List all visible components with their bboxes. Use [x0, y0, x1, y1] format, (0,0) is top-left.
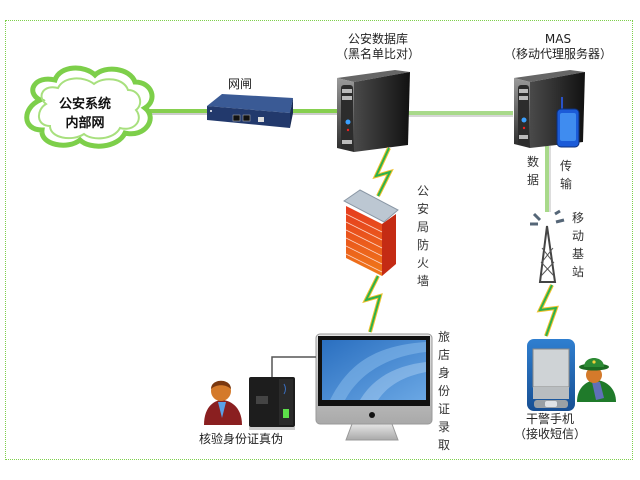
hotel-pc-icon	[315, 333, 433, 441]
link-gateway-db	[290, 109, 338, 115]
police-phone-label-line2: （接收短信）	[513, 427, 586, 441]
cloud-icon	[24, 65, 155, 149]
firewall-icon	[343, 189, 399, 276]
police-phone-label: 干警手机 （接收短信）	[510, 412, 590, 442]
wireless-bolt-firewall-pc	[362, 275, 383, 333]
cloud-label-line2: 内部网	[65, 116, 105, 131]
data-transfer-label-left: 数据	[526, 155, 539, 187]
link-mas-station	[545, 146, 551, 212]
mas-server-label: MAS （移动代理服务器）	[496, 32, 620, 62]
link-cloud-gateway	[148, 109, 208, 115]
db-server-icon	[337, 70, 410, 152]
gateway-icon	[207, 94, 293, 128]
cloud-label-line1: 公安系统	[58, 97, 111, 112]
pda-phone-icon	[527, 339, 575, 411]
id-verify-label: 核验身份证真伪	[199, 432, 284, 446]
link-db-mas	[408, 111, 513, 117]
mas-server-label-line2: （移动代理服务器）	[503, 47, 612, 61]
mas-server-label-line1: MAS	[544, 32, 572, 46]
data-transfer-label-right: 传输	[559, 159, 572, 191]
cable-reader-pc	[271, 356, 316, 378]
cloud-label: 公安系统 内部网	[45, 95, 125, 133]
police-officer-icon	[577, 358, 616, 402]
wireless-bolt-station-phone	[536, 284, 559, 337]
base-station-label: 移动基站	[571, 211, 584, 279]
mobile-phone-icon	[556, 97, 580, 148]
diagram-frame	[5, 20, 633, 460]
db-server-label: 公安数据库 （黑名单比对）	[328, 32, 428, 62]
db-server-label-line1: 公安数据库	[347, 32, 408, 46]
person-icon	[204, 380, 242, 425]
hotel-pc-label: 旅店身份证录取	[437, 330, 450, 452]
police-phone-label-line1: 干警手机	[525, 412, 574, 426]
wireless-bolt-db-firewall	[372, 147, 394, 197]
firewall-label: 公安局防火墙	[416, 184, 429, 288]
db-server-label-line2: （黑名单比对）	[335, 47, 420, 61]
gateway-label: 网闸	[228, 77, 253, 91]
base-station-tower-icon	[530, 209, 565, 283]
id-reader-icon	[249, 377, 295, 430]
